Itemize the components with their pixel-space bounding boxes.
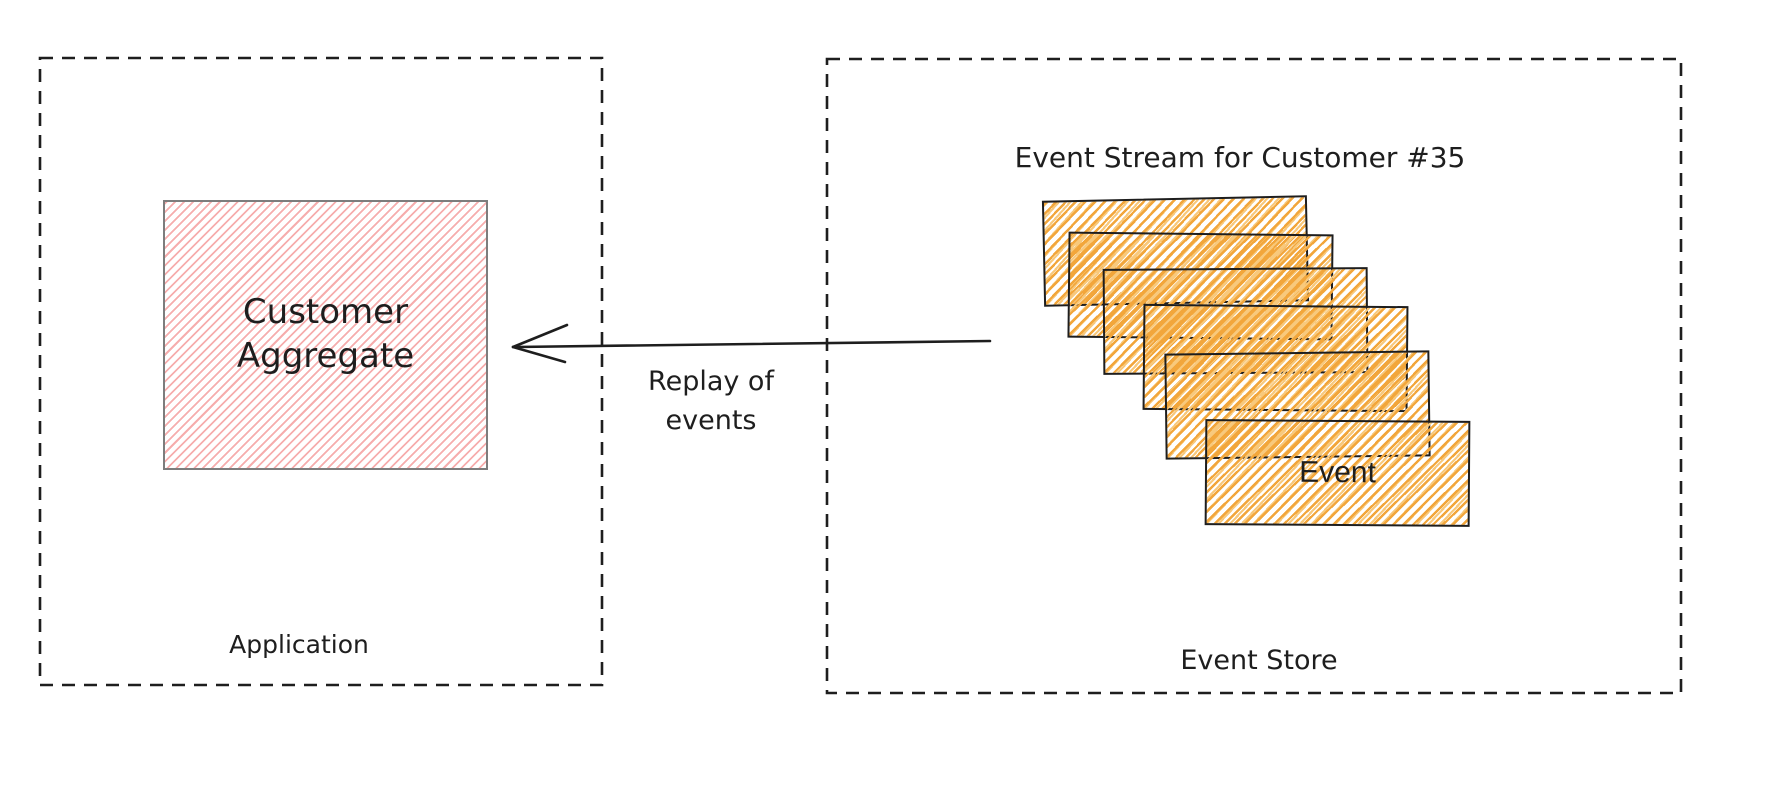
event-store-box bbox=[825, 57, 1683, 695]
event-card-label: Event bbox=[1299, 455, 1376, 490]
customer-aggregate-label: Customer Aggregate bbox=[236, 292, 415, 376]
event-card: Event bbox=[1204, 419, 1471, 527]
event-store-box-label: Event Store bbox=[1180, 645, 1338, 676]
replay-arrow bbox=[511, 323, 992, 364]
replay-arrow-label: Replay of events bbox=[648, 366, 774, 437]
customer-aggregate-box: Customer Aggregate bbox=[163, 200, 488, 470]
arrowhead-lower-barb bbox=[511, 345, 567, 364]
application-box-label: Application bbox=[229, 630, 369, 659]
arrowhead-upper-barb bbox=[511, 323, 569, 349]
event-stream-title: Event Stream for Customer #35 bbox=[1014, 141, 1466, 174]
